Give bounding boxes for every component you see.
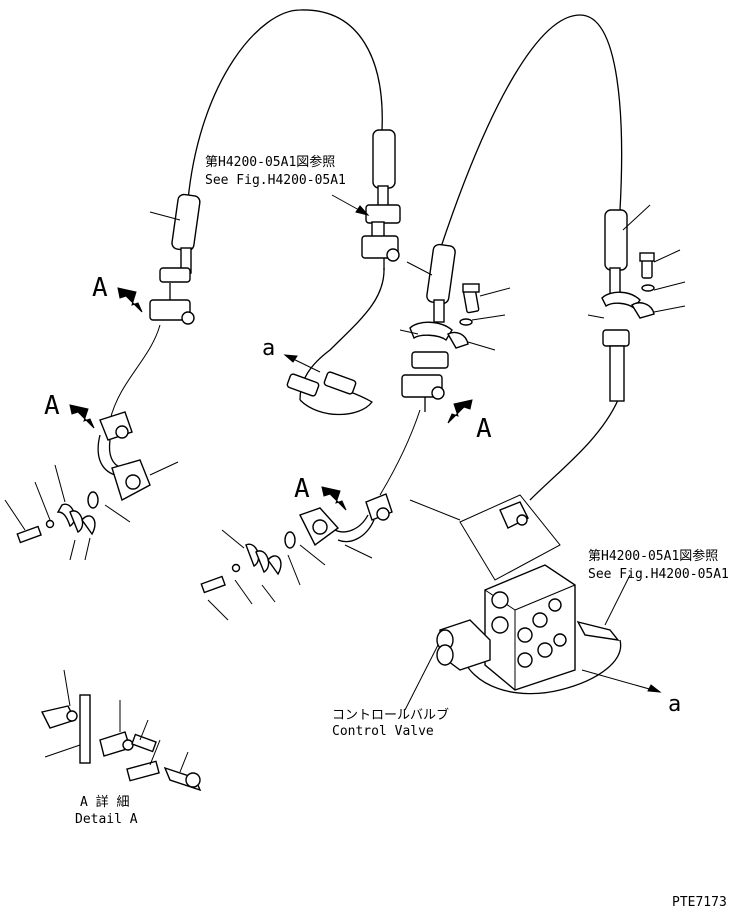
arrow-a-4: [321, 486, 347, 511]
ref-right-en: See Fig.H4200-05A1: [588, 567, 729, 582]
elbow-fitting-center: [299, 493, 393, 559]
marker-A-1: A: [92, 273, 108, 303]
pointer-ref-top: [331, 194, 370, 216]
swivel-joint-a: [283, 354, 357, 397]
arrow-a-1: [117, 287, 143, 313]
ref-right-jp: 第H4200-05A1図参照: [588, 548, 718, 564]
arrow-a-2: [69, 404, 95, 429]
arrow-a-3: [447, 399, 473, 424]
detail-a-en: Detail A: [75, 812, 138, 827]
marker-A-2: A: [44, 391, 60, 421]
cable-right: [379, 14, 623, 496]
ref-top-jp: 第H4200-05A1図参照: [205, 154, 335, 170]
marker-a-lower-2: a: [668, 692, 681, 717]
control-valve: [404, 494, 662, 711]
marker-A-3: A: [476, 414, 492, 444]
cable-end-middle: [361, 129, 401, 270]
control-valve-jp: コントロールバルブ: [332, 707, 449, 723]
part-code: PTE7173: [672, 895, 727, 910]
marker-A-4: A: [294, 474, 310, 504]
detail-a-jp: A 詳 細: [80, 794, 129, 810]
cable-end-left: [149, 193, 201, 325]
detail-a: [40, 669, 202, 792]
cable-far-right: [459, 399, 622, 695]
clamp-set-center: [200, 529, 326, 621]
elbow-fitting-left: [97, 411, 179, 502]
marker-a-lower-1: a: [262, 336, 275, 361]
cable-end-center: [399, 243, 511, 412]
cable-left: [109, 9, 383, 421]
ref-top-en: See Fig.H4200-05A1: [205, 173, 346, 188]
control-valve-en: Control Valve: [332, 724, 434, 739]
clamp-set-left: [4, 464, 131, 561]
cable-end-far-right: [587, 204, 686, 402]
